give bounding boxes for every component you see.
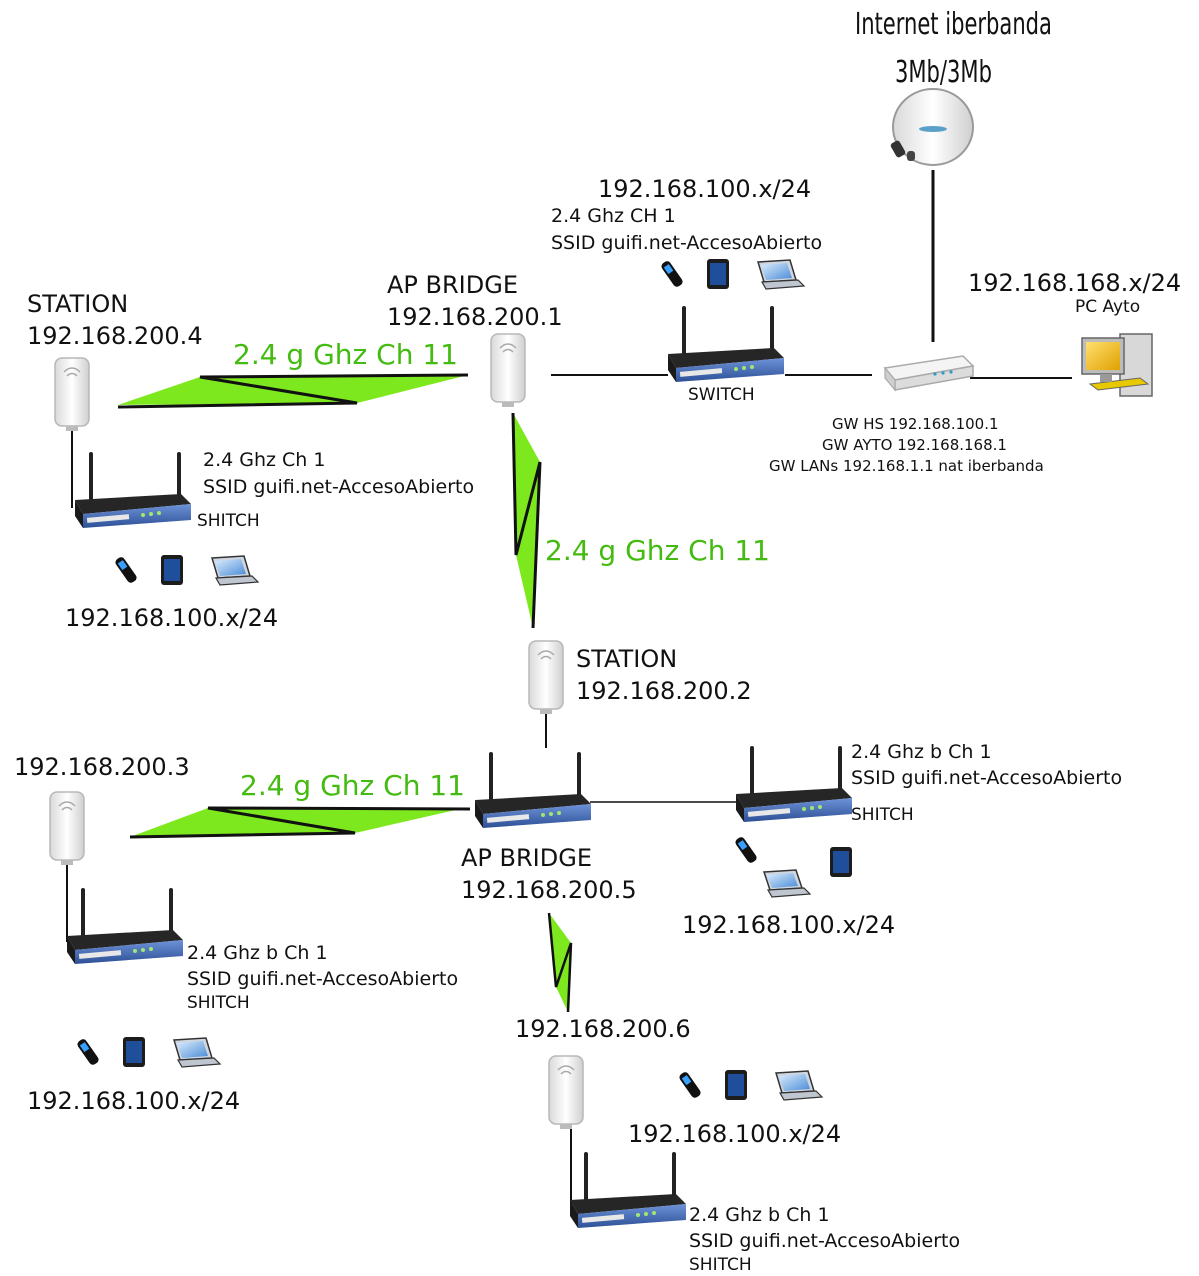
right-node-wifi-label: 2.4 Ghz b Ch 1	[851, 741, 992, 763]
top-subnet-label: 192.168.100.x/24	[598, 175, 812, 203]
wireless-link-c	[129, 806, 471, 839]
node-6-ip: 192.168.200.6	[515, 1015, 691, 1043]
node-3-wifi-label: 2.4 Ghz b Ch 1	[187, 942, 328, 964]
top-switch-label: SWITCH	[688, 385, 755, 405]
right-node-subnet-label: 192.168.100.x/24	[682, 911, 896, 939]
gateway-router-icon	[883, 355, 975, 392]
station-4-antenna-icon	[54, 357, 90, 432]
gateway-line-2: GW AYTO 192.168.168.1	[822, 436, 1007, 454]
node-6-switch-label: SHITCH	[689, 1255, 752, 1275]
pc-label: PC Ayto	[1075, 297, 1141, 317]
top-clients-icon	[659, 258, 805, 290]
node-3-subnet-label: 192.168.100.x/24	[27, 1087, 241, 1115]
station-4-ssid-label: SSID guifi.net-AccesoAbierto	[203, 476, 475, 498]
top-switch-router-icon	[666, 306, 786, 384]
right-node-switch-label: SHITCH	[851, 805, 914, 825]
internet-title: Internet iberbanda	[855, 7, 1052, 42]
node-3-router-icon	[65, 888, 185, 966]
top-ssid-label: SSID guifi.net-AccesoAbierto	[551, 232, 823, 254]
right-node-ssid-label: SSID guifi.net-AccesoAbierto	[851, 767, 1123, 789]
ap-bridge-5-router-icon	[473, 752, 593, 830]
internet-bandwidth: 3Mb/3Mb	[895, 55, 992, 90]
node-6-ssid-label: SSID guifi.net-AccesoAbierto	[689, 1230, 961, 1252]
node-3-ssid-label: SSID guifi.net-AccesoAbierto	[187, 968, 459, 990]
pc-subnet-label: 192.168.168.x/24	[968, 269, 1182, 297]
ap-bridge-1-ip: 192.168.200.1	[387, 303, 563, 331]
wireless-link-d	[547, 912, 573, 1013]
wireless-link-b	[511, 412, 542, 629]
gateway-line-3: GW LANs 192.168.1.1 nat iberbanda	[769, 457, 1044, 475]
station-2-antenna-icon	[528, 640, 564, 715]
internet-antenna-icon	[890, 88, 974, 166]
node-6-wifi-label: 2.4 Ghz b Ch 1	[689, 1204, 830, 1226]
station-4-router-icon	[73, 452, 193, 530]
station-2-ip: 192.168.200.2	[576, 677, 752, 705]
station-4-wifi-label: 2.4 Ghz Ch 1	[203, 449, 326, 471]
wireless-link-a	[117, 373, 469, 409]
station-4-subnet-label: 192.168.100.x/24	[65, 604, 279, 632]
node-6-subnet-label: 192.168.100.x/24	[628, 1120, 842, 1148]
node-6-antenna-icon	[548, 1055, 584, 1130]
top-wifi-label: 2.4 Ghz CH 1	[551, 205, 676, 227]
right-node-clients-icon	[735, 837, 852, 898]
station-4-ip: 192.168.200.4	[27, 322, 203, 350]
wireless-link-a-label: 2.4 g Ghz Ch 11	[233, 338, 458, 371]
ap-bridge-5-ip: 192.168.200.5	[461, 876, 637, 904]
station-4-switch-label: SHITCH	[197, 511, 260, 531]
ap-bridge-5-role: AP BRIDGE	[461, 844, 592, 872]
ap-bridge-1-role: AP BRIDGE	[387, 271, 518, 299]
station-2-role: STATION	[576, 645, 678, 673]
node-3-ip: 192.168.200.3	[14, 753, 190, 781]
node-6-router-icon	[568, 1152, 688, 1230]
node-3-switch-label: SHITCH	[187, 993, 250, 1013]
node-3-clients-icon	[75, 1036, 221, 1068]
station-4-clients-icon	[113, 554, 259, 586]
pc-computer-icon	[1081, 333, 1153, 397]
wireless-link-c-label: 2.4 g Ghz Ch 11	[240, 769, 465, 802]
node-3-antenna-icon	[49, 791, 85, 866]
ap-bridge-1-antenna-icon	[490, 333, 526, 408]
right-node-router-icon	[734, 746, 854, 824]
gateway-line-1: GW HS 192.168.100.1	[832, 415, 999, 433]
node-6-clients-icon	[677, 1069, 823, 1101]
wireless-link-b-label: 2.4 g Ghz Ch 11	[545, 534, 770, 567]
station-4-role: STATION	[27, 290, 129, 318]
